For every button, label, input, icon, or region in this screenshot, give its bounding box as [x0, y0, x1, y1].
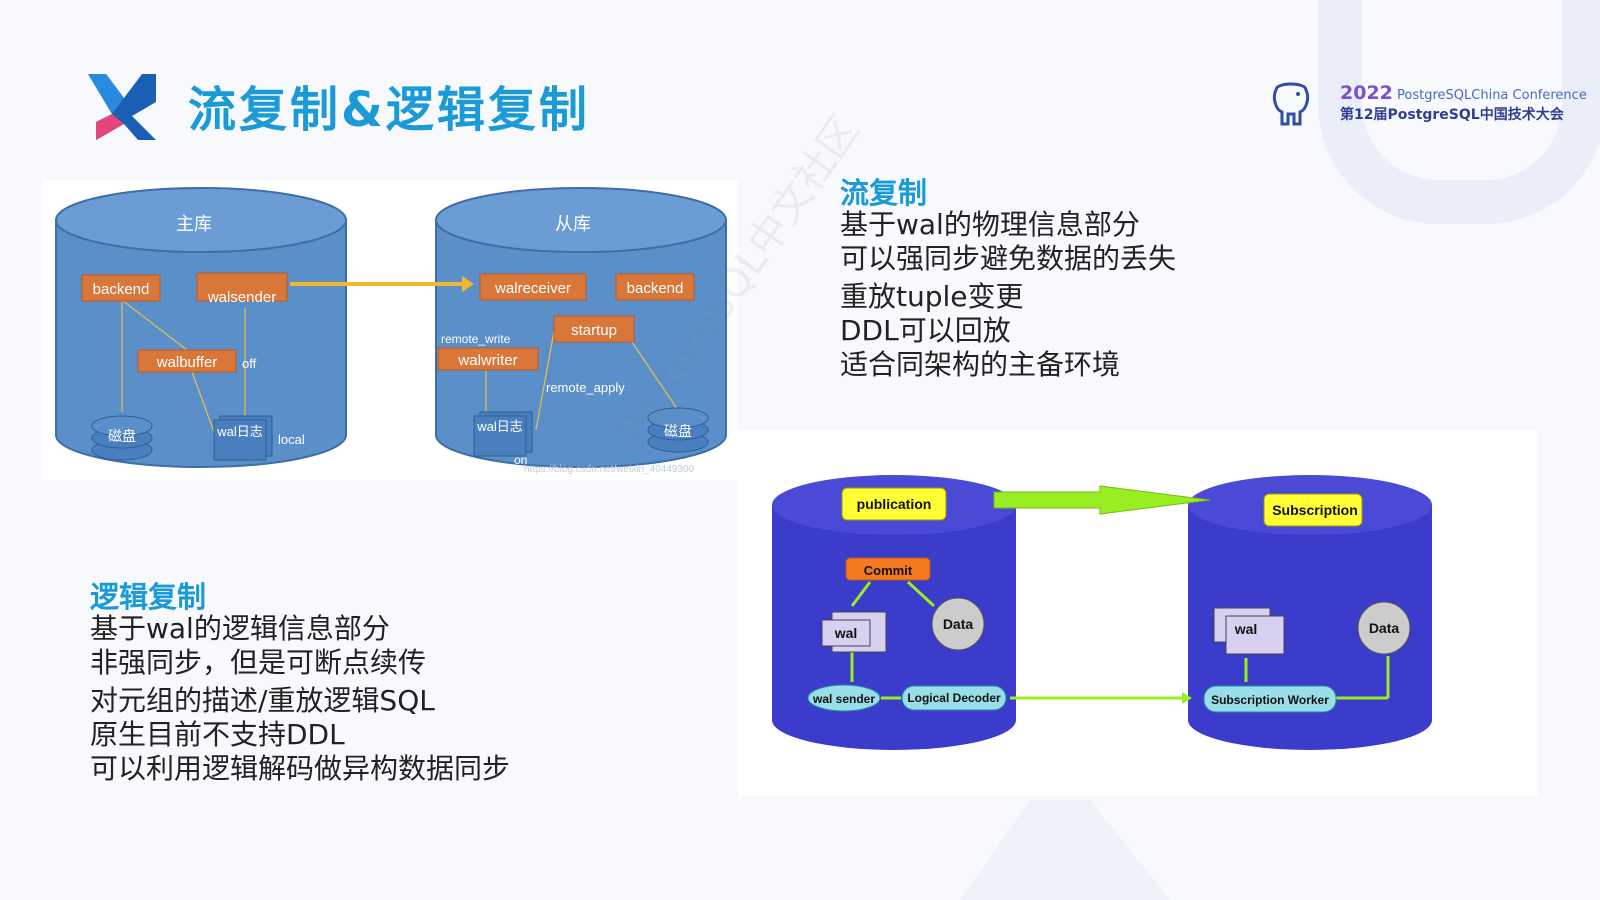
background-decoration-bottom: [960, 800, 1170, 900]
walsender-box: [196, 272, 288, 302]
wal-log-icon: [213, 415, 273, 461]
wal-log-icon: [473, 411, 533, 457]
streaming-line: 基于wal的物理信息部分: [840, 208, 1140, 241]
streaming-lines: 基于wal的物理信息部分 可以强同步避免数据的丢失 重放tuple变更 DDL可…: [840, 208, 1176, 382]
backend-box: [81, 274, 161, 302]
background-decoration: [1318, 0, 1600, 224]
conference-year: 2022: [1340, 82, 1393, 104]
streaming-line: 可以强同步避免数据的丢失: [840, 242, 1177, 275]
primary-db-label: 主库: [176, 214, 212, 234]
subscription-badge: [1263, 493, 1363, 527]
remote-apply-label: remote_apply: [546, 380, 625, 395]
wal-label: wal: [834, 625, 858, 641]
publication-arrow: [993, 485, 1211, 515]
walreceiver-label: walreceiver: [494, 280, 571, 297]
remote-write-label: remote_write: [441, 332, 511, 346]
subscription-worker-label: Subscription Worker: [1211, 693, 1329, 707]
logical-line: 可以利用逻辑解码做异构数据同步: [90, 752, 511, 785]
streaming-line: 适合同架构的主备环境: [840, 348, 1121, 381]
logical-line: 原生目前不支持DDL: [90, 718, 345, 751]
data-circle: [931, 597, 985, 651]
streaming-heading: 流复制: [840, 176, 928, 210]
wal-label: wal: [1234, 621, 1258, 637]
subscription-label: Subscription: [1272, 502, 1358, 518]
wal-log-label: wal日志: [216, 424, 263, 439]
standby-backend-box: [615, 273, 695, 301]
streaming-diagram-panel: 主库 从库 backend walsender walbuffer off wa: [42, 180, 738, 480]
off-label: off: [242, 356, 257, 371]
standby-backend-label: backend: [627, 280, 684, 297]
logical-diagram: publication Subscription Commit Data wal…: [772, 475, 1432, 750]
streaming-line: DDL可以回放: [840, 314, 1011, 347]
logical-lines: 基于wal的逻辑信息部分 非强同步，但是可断点续传 对元组的描述/重放逻辑SQL…: [90, 612, 510, 786]
walsender-label: walsender: [207, 289, 276, 306]
streaming-diagram: 主库 从库 backend walsender walbuffer off wa: [55, 187, 727, 475]
logical-diagram-panel: publication Subscription Commit Data wal…: [738, 430, 1538, 796]
backend-label: backend: [93, 281, 150, 298]
logical-line: 基于wal的逻辑信息部分: [90, 612, 390, 645]
disk-icon: [647, 407, 709, 453]
streaming-line: 重放tuple变更: [840, 280, 1024, 313]
data-circle: [1357, 601, 1411, 655]
wal-icon: [1213, 607, 1285, 655]
data-label: Data: [943, 616, 974, 632]
logical-decoder-box: [901, 685, 1007, 711]
standby-db-label: 从库: [555, 214, 591, 234]
elephant-icon: [1272, 82, 1310, 126]
conference-subtitle: 第12届PostgreSQL中国技术大会: [1340, 107, 1564, 123]
conference-title: 2022 PostgreSQLChina Conference: [1340, 82, 1587, 104]
on-label: on: [514, 453, 527, 467]
logical-line: 对元组的描述/重放逻辑SQL: [90, 684, 435, 717]
commit-box: [845, 557, 931, 581]
wal-sender-box: [807, 684, 881, 712]
walbuffer-box: [137, 349, 237, 373]
commit-label: Commit: [864, 563, 913, 578]
conference-name: PostgreSQLChina Conference: [1397, 88, 1587, 103]
source-url: https://blog.csdn.net/weixin_40449300: [524, 464, 695, 475]
disk-label: 磁盘: [108, 428, 136, 444]
walwriter-box: [437, 347, 539, 371]
disk-label: 磁盘: [664, 423, 692, 439]
disk-icon: [91, 415, 153, 461]
wal-log-label: wal日志: [476, 419, 523, 434]
logical-decoder-label: Logical Decoder: [907, 691, 1001, 705]
wal-icon: [821, 611, 887, 653]
logical-heading: 逻辑复制: [90, 580, 207, 614]
local-label: local: [278, 432, 305, 447]
walbuffer-label: walbuffer: [156, 354, 218, 371]
logo-icon: [88, 74, 156, 140]
publication-badge: [841, 487, 947, 521]
startup-box: [553, 315, 635, 343]
wal-sender-label: wal sender: [812, 692, 875, 706]
page-title: 流复制&逻辑复制: [188, 82, 590, 138]
data-label: Data: [1369, 620, 1400, 636]
subscription-worker-box: [1203, 685, 1337, 713]
walwriter-label: walwriter: [457, 352, 517, 369]
startup-label: startup: [571, 322, 617, 339]
logical-line: 非强同步，但是可断点续传: [90, 646, 427, 679]
walreceiver-box: [479, 273, 587, 301]
publication-label: publication: [857, 496, 932, 512]
